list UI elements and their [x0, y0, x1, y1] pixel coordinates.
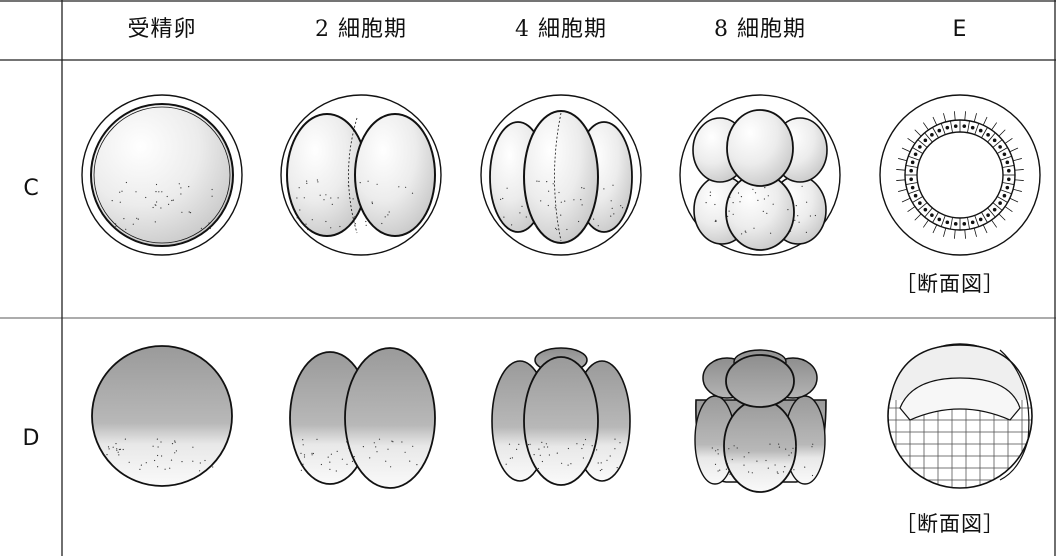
- c-fertilized-egg: [82, 95, 242, 255]
- c-eight-cell: [680, 95, 840, 255]
- c-blastula-section: [880, 95, 1040, 255]
- header-two-cell: 2 細胞期: [300, 8, 422, 52]
- section-caption-c: ［断面図］: [895, 268, 1005, 298]
- header-fertilized-egg: 受精卵: [112, 8, 212, 52]
- d-four-cell: [492, 348, 630, 485]
- header-eight-cell: 8 細胞期: [699, 8, 821, 52]
- row-label-c: C: [0, 176, 62, 201]
- header-e: E: [930, 8, 990, 52]
- d-fertilized-egg: [92, 346, 232, 486]
- section-caption-d: ［断面図］: [895, 508, 1005, 538]
- row-label-d: D: [0, 426, 62, 451]
- header-four-cell: 4 細胞期: [500, 8, 622, 52]
- c-four-cell: [481, 95, 641, 255]
- c-two-cell: [281, 95, 441, 255]
- d-two-cell: [290, 348, 435, 488]
- d-blastula-cutaway: [888, 344, 1032, 488]
- d-eight-cell: [695, 350, 826, 492]
